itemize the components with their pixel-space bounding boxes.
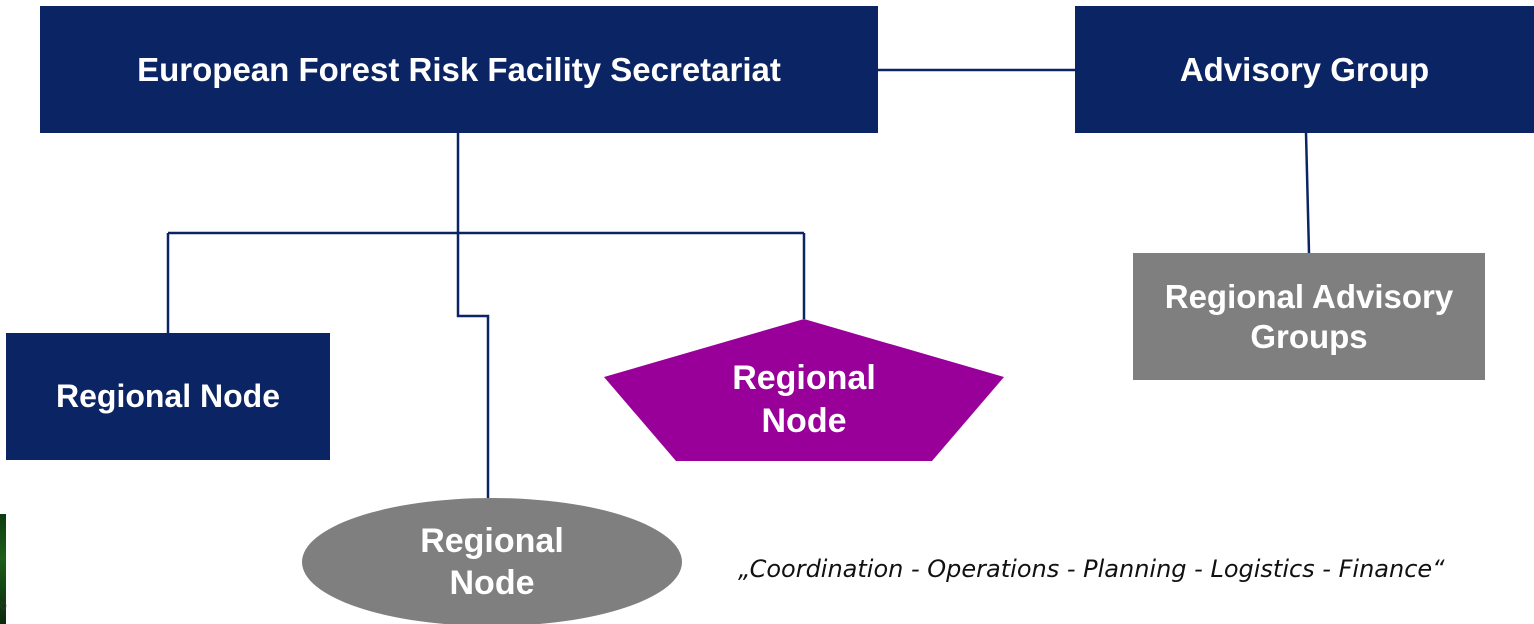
tagline: „Coordination - Operations - Planning - …	[738, 555, 1445, 583]
regional-advisory-groups-box: Regional Advisory Groups	[1133, 253, 1485, 380]
regional-node-pentagon-label: Regional Node	[604, 357, 1004, 442]
regional-node-ellipse-label: Regional Node	[420, 521, 564, 603]
regional-node-pentagon-text: Regional Node	[732, 359, 876, 440]
regional-node-rect: Regional Node	[6, 333, 330, 460]
regional-advisory-groups-label: Regional Advisory Groups	[1164, 277, 1454, 355]
regional-node-ellipse: Regional Node	[302, 498, 682, 624]
regional-node-pentagon: Regional Node	[604, 319, 1004, 461]
secretariat-label: European Forest Risk Facility Secretaria…	[137, 50, 781, 88]
pentagon-shape	[604, 319, 1004, 461]
connector-advisory-regional	[1304, 132, 1311, 254]
secretariat-box: European Forest Risk Facility Secretaria…	[40, 6, 878, 133]
connector-to-ellipse-node	[456, 233, 490, 498]
advisory-group-label: Advisory Group	[1179, 50, 1430, 88]
photo-fragment	[0, 514, 6, 624]
photo-fragment-label: 0	[0, 600, 7, 613]
regional-node-rect-label: Regional Node	[55, 378, 280, 415]
advisory-group-box: Advisory Group	[1075, 6, 1534, 133]
